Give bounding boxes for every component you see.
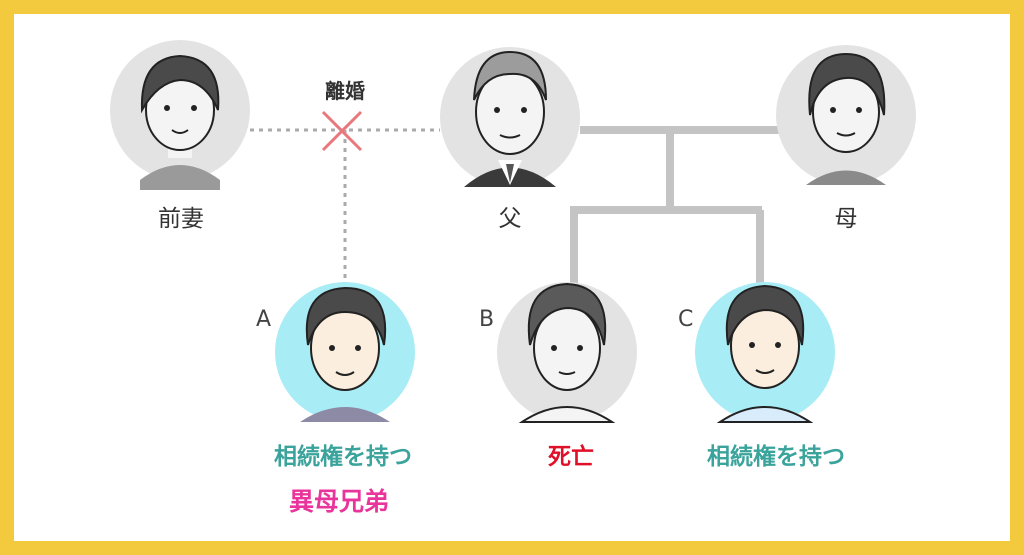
father-name: 父 xyxy=(498,206,522,232)
avatar-former-wife xyxy=(110,40,250,190)
child-b-status: 死亡 xyxy=(548,444,594,470)
divorce-label: 離婚 xyxy=(325,79,365,103)
marriage-lines xyxy=(570,126,780,290)
divorce-lines xyxy=(250,110,440,285)
former-wife-name: 前妻 xyxy=(158,206,204,232)
mother-name: 母 xyxy=(834,206,858,232)
avatar-mother xyxy=(776,45,916,185)
child-a-status: 相続権を持つ xyxy=(274,444,412,470)
avatar-child-c xyxy=(695,282,835,423)
child-a-tag: A xyxy=(256,307,272,332)
avatar-child-b xyxy=(497,282,637,423)
child-c-tag: C xyxy=(678,307,694,332)
avatar-father xyxy=(440,47,580,187)
child-b-tag: B xyxy=(479,307,495,332)
child-c-status: 相続権を持つ xyxy=(707,444,845,470)
child-a-relation: 異母兄弟 xyxy=(288,487,390,516)
divorce-x-mark xyxy=(321,110,363,152)
avatar-child-a xyxy=(275,282,415,422)
